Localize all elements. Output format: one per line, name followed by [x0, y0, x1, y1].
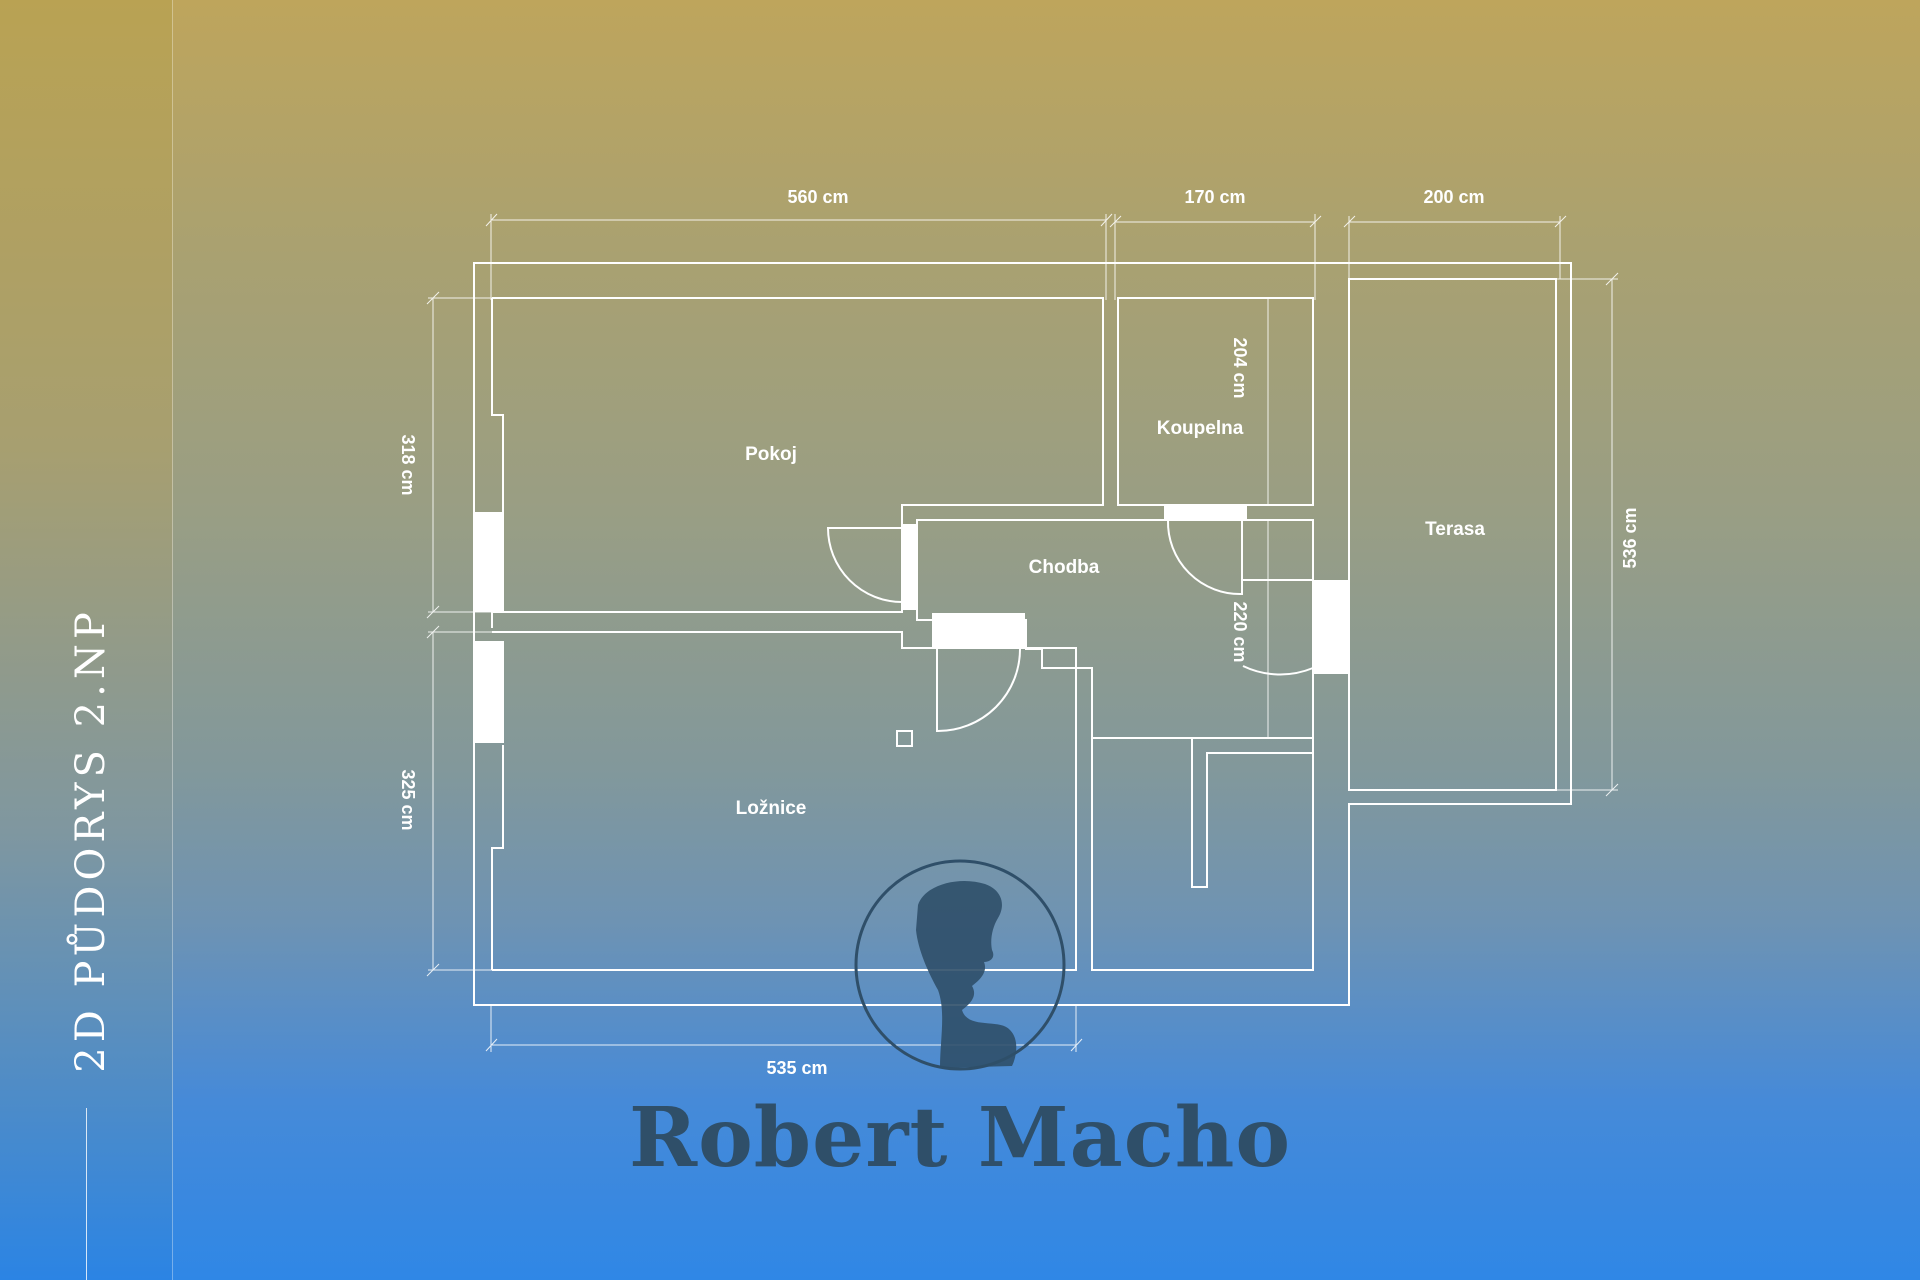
dim-line-top-right [1343, 215, 1567, 279]
dim-line-chodba [1262, 519, 1274, 739]
dim-label-top-left: 560 cm [787, 187, 848, 207]
dim-label-left-upper: 318 cm [398, 434, 418, 495]
window-pokoj [474, 512, 504, 612]
room-pokoj [492, 297, 1104, 613]
logo-circle [854, 859, 1066, 1071]
window-loznice [474, 641, 504, 743]
label-pokoj: Pokoj [745, 444, 797, 465]
dim-label-chodba: 220 cm [1230, 601, 1250, 662]
door-opening-koupelna [1164, 505, 1247, 520]
logo-silhouette [916, 880, 1017, 1068]
dim-line-top-middle [1109, 214, 1322, 300]
label-terasa: Terasa [1425, 519, 1485, 540]
dim-line-top-left [485, 213, 1113, 300]
brand-name: Robert Macho [628, 1090, 1292, 1186]
dim-line-koupelna [1262, 297, 1274, 506]
window-terasa [1313, 580, 1349, 674]
dim-label-left-lower: 325 cm [398, 769, 418, 830]
dim-label-bottom: 535 cm [766, 1058, 827, 1078]
door-opening-loznice [932, 613, 1025, 648]
door-loznice [936, 647, 1022, 733]
loznice-fixture [896, 730, 913, 747]
left-inner-wall [491, 298, 504, 970]
logo-emblem [854, 859, 1066, 1071]
dim-label-koupelna: 204 cm [1230, 337, 1250, 398]
dim-line-right [1556, 272, 1619, 797]
door-terasa [1242, 579, 1314, 676]
dim-label-right: 536 cm [1620, 507, 1640, 568]
dim-label-top-middle: 170 cm [1184, 187, 1245, 207]
label-koupelna: Koupelna [1157, 418, 1244, 439]
dim-line-bottom [485, 1005, 1083, 1052]
dim-label-top-right: 200 cm [1423, 187, 1484, 207]
dim-line-left-lower [426, 625, 492, 977]
dim-line-left-upper [426, 291, 492, 619]
door-opening-pokoj [902, 524, 917, 610]
storage-partition [1191, 738, 1313, 888]
label-chodba: Chodba [1029, 557, 1100, 578]
side-panel [0, 0, 173, 1280]
room-koupelna [1117, 297, 1314, 506]
outer-wall [473, 262, 1572, 1006]
label-loznice: Ložnice [736, 798, 807, 819]
side-divider [86, 1108, 87, 1280]
door-pokoj [826, 527, 903, 603]
door-koupelna [1166, 519, 1243, 596]
storage-block [1091, 738, 1314, 971]
